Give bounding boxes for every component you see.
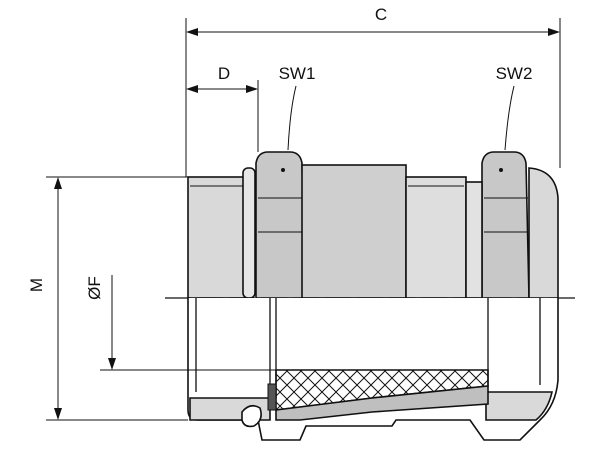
dimension-c: C [185, 5, 561, 177]
gland-exterior [187, 151, 559, 299]
label-sw2-group: SW2 [496, 64, 533, 151]
label-m: M [27, 278, 46, 292]
gland-section [187, 298, 559, 441]
sw2-nut [481, 151, 530, 299]
label-sw1-group: SW1 [279, 64, 316, 151]
thread-body [187, 176, 249, 299]
label-d: D [218, 64, 230, 83]
dimension-d: D [186, 64, 259, 152]
dimension-m: M [27, 176, 188, 421]
label-c: C [375, 5, 387, 24]
dome-cap [528, 167, 559, 299]
middle-sleeve [301, 164, 407, 299]
label-sw2: SW2 [496, 64, 533, 83]
rear-sleeve [405, 176, 467, 299]
seal-ring [242, 167, 256, 299]
label-sw1: SW1 [279, 64, 316, 83]
dimension-f: ØF [85, 275, 276, 371]
label-f: ØF [85, 276, 104, 300]
sw1-nut [255, 151, 306, 299]
